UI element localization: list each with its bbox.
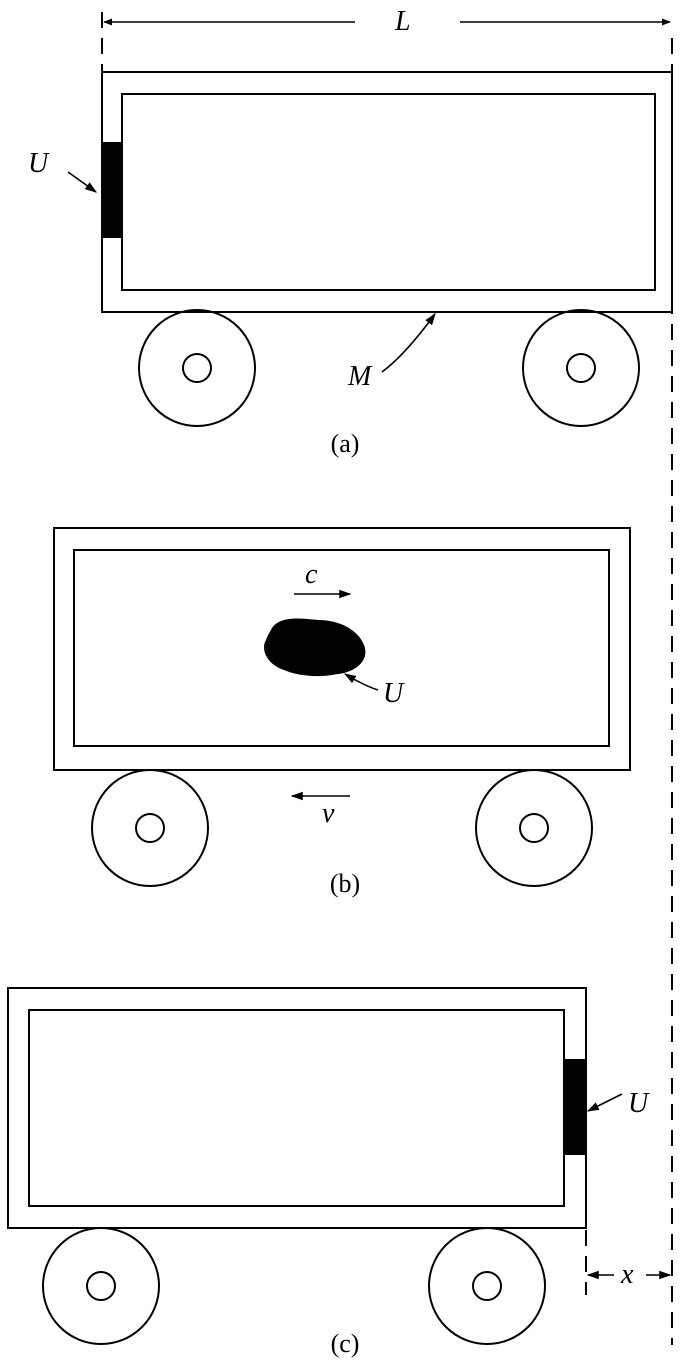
- energy-pointer-c: [586, 1093, 623, 1112]
- wheel-a-right: [522, 309, 640, 427]
- panel-a: L U M (a): [28, 6, 673, 458]
- box-c-inner: [28, 1009, 565, 1207]
- axle-b-left: [135, 813, 165, 843]
- energy-label-b: U: [383, 678, 405, 709]
- panel-b: c U v (b): [53, 527, 631, 898]
- box-c-outer: [7, 987, 587, 1229]
- energy-pointer-a: [67, 171, 97, 193]
- energy-pointer-b: [343, 673, 379, 691]
- light-speed-label: c: [305, 559, 318, 590]
- energy-block-a: [102, 142, 123, 238]
- caption-c: (c): [331, 1329, 360, 1358]
- caption-b: (b): [330, 869, 360, 898]
- wheel-b-right: [475, 769, 593, 887]
- axle-b-right: [519, 813, 549, 843]
- axle-a-right: [566, 353, 596, 383]
- box-velocity-label: v: [322, 798, 335, 829]
- energy-label-c: U: [628, 1088, 650, 1119]
- wheel-b-left: [91, 769, 209, 887]
- displacement-label: x: [620, 1259, 634, 1290]
- wheel-c-left: [42, 1227, 160, 1345]
- box-b-outer: [53, 527, 631, 771]
- mass-label: M: [347, 361, 373, 392]
- axle-c-left: [86, 1271, 116, 1301]
- mass-pointer: [381, 313, 436, 373]
- panel-c: U x (c): [7, 987, 672, 1358]
- box-a-outer: [101, 71, 673, 313]
- caption-a: (a): [331, 429, 360, 458]
- wheel-c-right: [428, 1227, 546, 1345]
- energy-blob: [264, 618, 366, 677]
- energy-block-c: [563, 1059, 586, 1155]
- box-a-inner: [121, 93, 656, 291]
- box-b-inner: [73, 549, 610, 747]
- axle-c-right: [472, 1271, 502, 1301]
- axle-a-left: [182, 353, 212, 383]
- wheel-a-left: [138, 309, 256, 427]
- length-label: L: [394, 6, 411, 37]
- energy-label-a: U: [28, 148, 50, 179]
